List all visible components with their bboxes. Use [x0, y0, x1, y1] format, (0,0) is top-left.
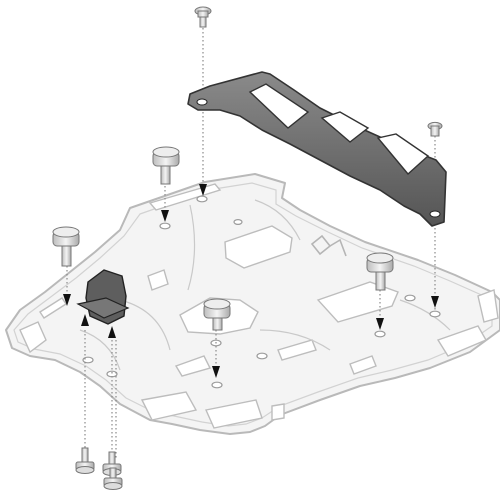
cutout-bottom-slot: [271, 403, 285, 421]
cutout-left-mid: [147, 269, 169, 291]
arrow-down-right: [376, 318, 384, 330]
arrow-down-left: [161, 210, 169, 222]
cutout-far-right: [477, 289, 499, 323]
bracket-body: [187, 71, 447, 227]
bolt-bottom-front: [103, 467, 123, 490]
arrow-up-right: [108, 326, 116, 338]
standoff-far-left: [52, 226, 80, 267]
standoff-center: [203, 298, 231, 331]
bolt-bottom-left: [75, 447, 95, 474]
hole-top-mid: [233, 219, 243, 226]
arrow-up-left: [81, 314, 89, 326]
bolt-right: [427, 121, 443, 137]
bracket-windows: [248, 83, 430, 176]
top-adapter-bracket: [187, 71, 447, 227]
bolt-top: [194, 6, 212, 28]
cutout-upper-window: [224, 225, 293, 269]
insertion-arrows: [63, 184, 439, 378]
rack-plate-ribs: [79, 199, 451, 371]
standoff-right: [366, 252, 394, 291]
bracket-hole-left: [196, 98, 208, 106]
hole-far-right: [429, 310, 441, 318]
arrow-down-top: [199, 184, 207, 196]
hole-top-left: [196, 195, 208, 203]
hole-left: [159, 222, 171, 230]
hole-mid-right: [404, 294, 416, 302]
cutout-right-bottom: [436, 325, 487, 357]
cutout-bottom-window-1: [140, 391, 198, 421]
cutout-left-window: [19, 321, 47, 354]
rack-plate-cutouts: [19, 183, 499, 429]
cutout-lower-right: [277, 339, 317, 361]
hole-right: [374, 330, 386, 338]
cutout-lower-center: [174, 355, 212, 377]
hole-lower-center: [211, 381, 223, 389]
hole-lower-mid: [256, 352, 268, 360]
cutout-right-window: [316, 281, 399, 323]
arrow-down-far-left: [63, 294, 71, 306]
standoff-left-top: [152, 146, 180, 185]
rack-plate-inner-rim: [13, 182, 493, 427]
cutout-bottom-window-2: [205, 399, 263, 429]
arrow-down-far-right: [431, 296, 439, 308]
brand-logo-mark: [310, 234, 347, 257]
cutout-right-lower: [349, 355, 377, 375]
rack-plate: [5, 173, 500, 435]
cutout-left-slot: [39, 297, 67, 319]
arrow-down-center: [212, 366, 220, 378]
lock-block-front: [76, 297, 130, 319]
bracket-hole-right: [429, 210, 441, 218]
lock-mount-block: [76, 269, 130, 325]
